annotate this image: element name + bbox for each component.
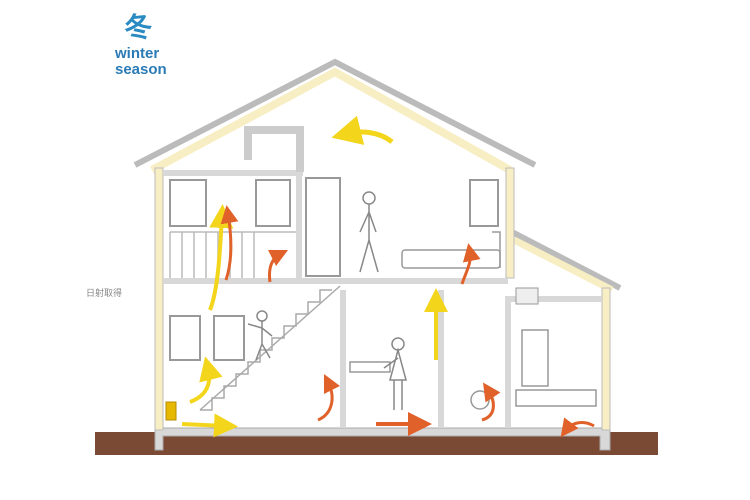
bed-headboard xyxy=(492,231,501,268)
logo-word-season: season xyxy=(115,61,167,78)
hot-air-arrow-bath xyxy=(560,417,595,438)
warm-air-arrow-heater xyxy=(189,356,223,404)
bed xyxy=(401,249,501,269)
door-upper xyxy=(305,177,341,277)
loft-floor xyxy=(163,170,303,176)
hot-air-arrow-loft xyxy=(220,205,239,281)
water-heater xyxy=(521,329,549,387)
warm-air-arrow-floor xyxy=(181,413,238,438)
duct xyxy=(244,126,304,172)
main-roof xyxy=(133,58,537,168)
window-ground-mid xyxy=(213,315,245,361)
toilet xyxy=(470,390,490,410)
floor-heater xyxy=(165,401,177,421)
logo-word-winter: winter xyxy=(115,45,160,62)
foundation xyxy=(154,427,611,451)
bathtub xyxy=(515,389,597,407)
hot-air-arrow-living xyxy=(317,373,341,422)
person-upstairs xyxy=(359,191,379,273)
second-floor-slab xyxy=(163,278,508,284)
sink-counter xyxy=(349,361,391,373)
annex-ceiling xyxy=(508,296,602,302)
hot-air-arrow-bedroom xyxy=(460,243,481,285)
stair-stringer xyxy=(199,285,341,411)
hot-air-arrow-upper xyxy=(267,249,289,283)
person-washroom xyxy=(383,337,407,410)
window-ground-left xyxy=(169,315,201,361)
window-loft xyxy=(169,179,207,227)
person-on-stairs xyxy=(247,310,273,361)
wc-wall xyxy=(438,290,444,428)
utility-wall xyxy=(505,296,511,428)
bath-wall xyxy=(340,290,346,428)
solar-gain-label: 日射取得 xyxy=(86,289,123,299)
roof-insulation xyxy=(150,67,512,174)
ground xyxy=(95,432,658,455)
right-lower-wall xyxy=(601,287,611,431)
right-upper-wall xyxy=(505,167,515,279)
hot-air-arrow-wc xyxy=(481,382,501,422)
lower-roof-insulation xyxy=(512,236,614,294)
left-exterior-wall xyxy=(154,167,164,431)
lower-roof xyxy=(510,229,622,291)
window-bedroom xyxy=(469,179,499,227)
duct-fan xyxy=(515,287,539,305)
warm-air-arrow-stairs xyxy=(208,204,234,311)
stair-wall xyxy=(296,170,302,280)
window-upper-left xyxy=(255,179,291,227)
warm-air-arrow-roof xyxy=(331,115,394,145)
